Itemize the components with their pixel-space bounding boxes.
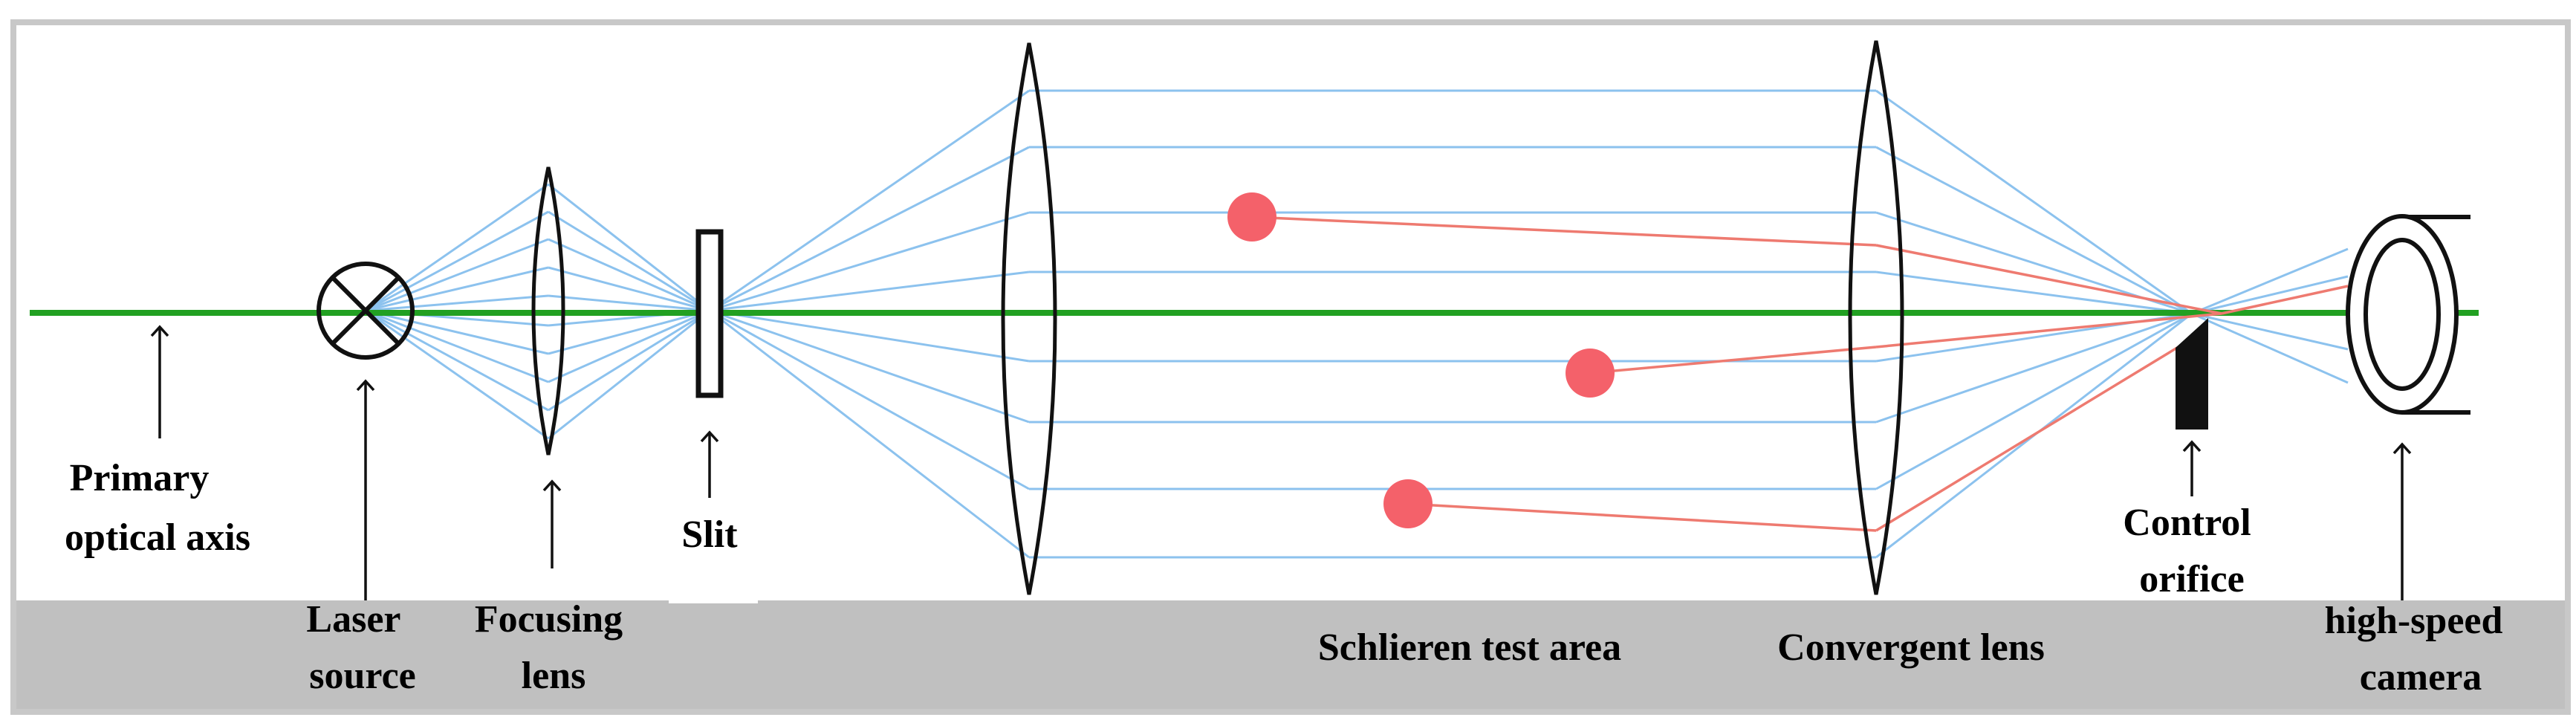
label-camera-line1: high-speed: [2325, 600, 2503, 642]
label-slit: Slit: [681, 513, 738, 556]
schlieren-particles: [1227, 192, 1615, 528]
label-orifice-line1: Control: [2123, 502, 2251, 544]
label-laser-line1: Laser: [306, 598, 400, 641]
diverging-rays: [709, 89, 1030, 559]
outer-frame: [10, 19, 2571, 715]
label-focusing-line2: lens: [522, 655, 586, 697]
label-focusing-lens: Focusing lens: [475, 598, 632, 697]
control-orifice: [2176, 318, 2208, 430]
label-primary-axis-line2: optical axis: [65, 516, 250, 559]
slit: [695, 229, 724, 398]
pointer-arrows: [150, 325, 2412, 600]
label-high-speed-camera: high-speed camera: [2325, 600, 2513, 699]
particle: [1566, 349, 1615, 398]
collimating-lens: [1001, 42, 1057, 595]
high-speed-camera: [2346, 214, 2470, 415]
label-convergent-line1: Convergent lens: [1777, 626, 2045, 669]
convergent-lens: [1848, 40, 1904, 595]
label-camera-line2: camera: [2360, 656, 2482, 699]
particle: [1383, 479, 1433, 528]
label-laser-source: Laser source: [306, 598, 415, 697]
label-laser-line2: source: [309, 655, 415, 697]
label-test-area-line1: Schlieren test area: [1318, 626, 1621, 669]
label-slit-line1: Slit: [681, 513, 738, 556]
refracted-rays: [1251, 215, 2349, 532]
laser-source: [317, 262, 415, 360]
label-orifice-line2: orifice: [2139, 558, 2244, 600]
label-convergent-lens: Convergent lens: [1777, 626, 2045, 669]
label-primary-optical-axis: Primary optical axis: [65, 457, 250, 559]
label-primary-axis-line1: Primary: [70, 457, 210, 499]
focusing-lens: [531, 166, 565, 456]
particle: [1227, 192, 1276, 242]
camera-rays: [2191, 247, 2349, 384]
label-control-orifice: Control orifice: [2123, 502, 2260, 600]
label-schlieren-test-area: Schlieren test area: [1318, 626, 1621, 669]
label-focusing-line1: Focusing: [475, 598, 623, 641]
label-band: [16, 600, 2565, 709]
